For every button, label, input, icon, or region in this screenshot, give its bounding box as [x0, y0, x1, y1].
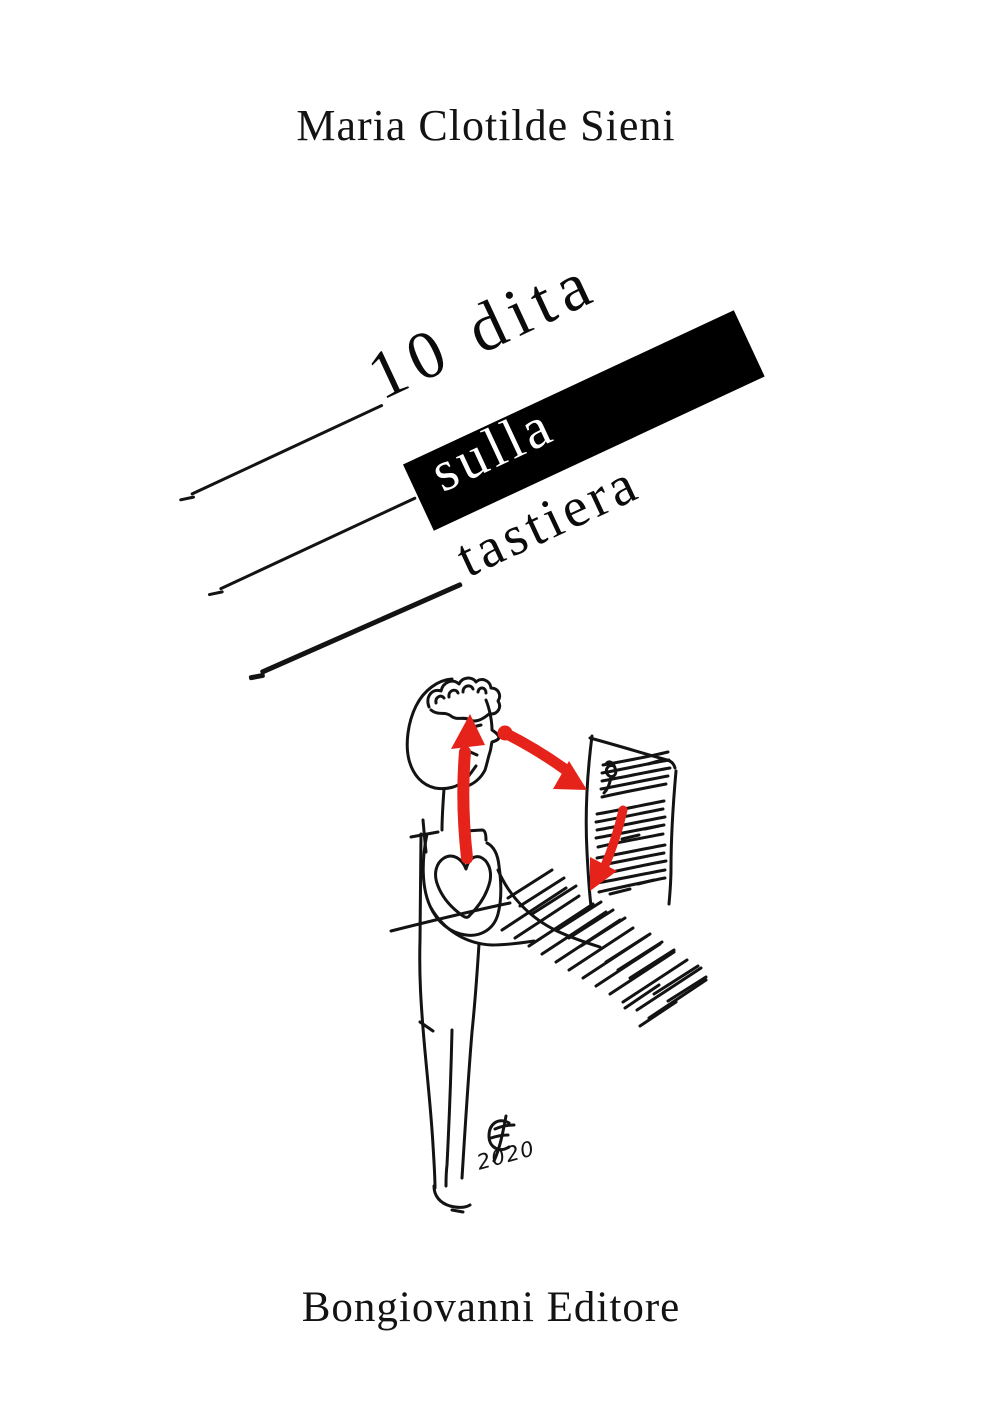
author-name: Maria Clotilde Sieni [296, 101, 676, 150]
heart-icon [434, 854, 492, 919]
artist-monogram [487, 1119, 511, 1151]
clef-squiggle [602, 760, 618, 795]
signature-year: 2020 [474, 1136, 538, 1175]
publisher-name: Bongiovanni Editore [301, 1284, 681, 1331]
piano-keyboard [389, 868, 708, 1028]
brain-scribble [426, 676, 502, 729]
arrow-score-to-keys [590, 805, 628, 891]
arrow-heart-to-brain [451, 714, 485, 864]
black-keys [506, 868, 708, 1003]
pianist-torso [409, 818, 602, 1190]
sheet-music [584, 734, 678, 908]
pianist-legs [432, 942, 481, 1214]
pianist-head [405, 677, 501, 832]
artist-signature: 2020 [474, 1114, 538, 1175]
arrow-eye-to-score [497, 725, 587, 790]
